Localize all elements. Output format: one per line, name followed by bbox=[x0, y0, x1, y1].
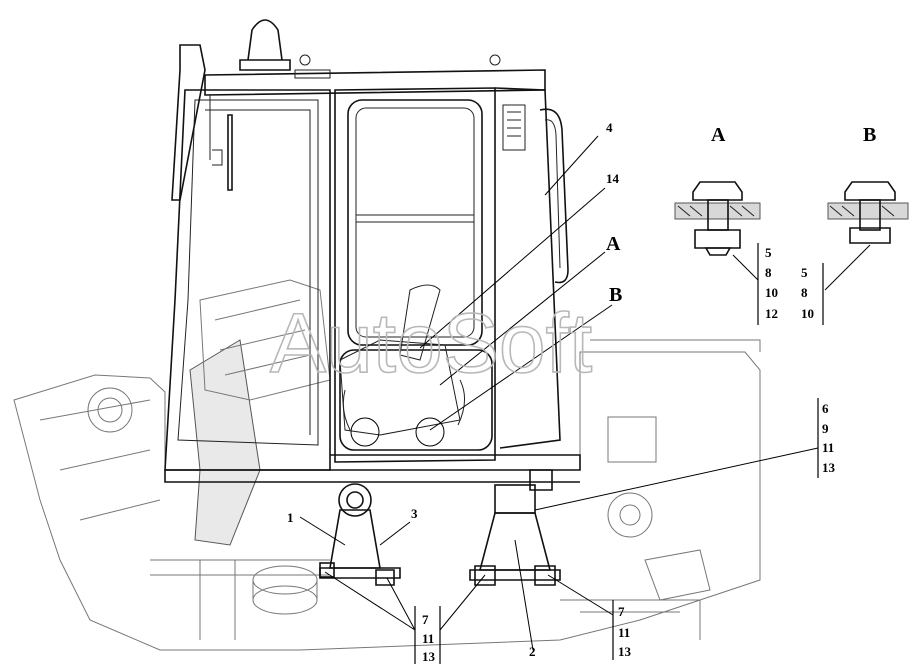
position-14: 14 bbox=[606, 171, 620, 186]
bottom-right-list-item: 7 bbox=[618, 604, 625, 619]
leader-lines bbox=[299, 135, 871, 651]
bottom-left-item-list: 7 11 13 bbox=[422, 612, 436, 664]
machine-frame bbox=[13, 279, 761, 651]
bottom-right-list-item: 11 bbox=[618, 625, 630, 640]
detail-b-bolt bbox=[827, 181, 909, 244]
bottom-left-list-item: 11 bbox=[422, 631, 434, 646]
detail-b-item: 5 bbox=[801, 265, 808, 280]
detail-b-item: 8 bbox=[801, 285, 808, 300]
cab-mounts bbox=[319, 483, 561, 586]
view-a-title: A bbox=[711, 124, 726, 146]
bottom-right-item-list: 7 11 13 bbox=[618, 604, 632, 659]
detail-a-item-list: 5 8 10 12 bbox=[765, 245, 778, 321]
operator-cab bbox=[164, 19, 581, 491]
callout-a: A bbox=[606, 233, 621, 255]
detail-b-item-list: 5 8 10 bbox=[801, 265, 814, 321]
position-1: 1 bbox=[287, 510, 294, 525]
right-list-item: 6 bbox=[822, 401, 829, 416]
watermark: AutoSoft bbox=[270, 296, 592, 390]
view-b-title: B bbox=[863, 124, 876, 146]
position-2: 2 bbox=[529, 644, 536, 659]
detail-a-bolt bbox=[674, 181, 761, 256]
bottom-left-list-item: 13 bbox=[422, 649, 436, 664]
position-3: 3 bbox=[411, 506, 418, 521]
right-item-list: 6 9 11 13 bbox=[822, 401, 836, 475]
right-list-item: 9 bbox=[822, 421, 829, 436]
detail-a-item: 5 bbox=[765, 245, 772, 260]
bottom-right-list-item: 13 bbox=[618, 644, 632, 659]
position-4: 4 bbox=[606, 120, 613, 135]
right-list-item: 13 bbox=[822, 460, 836, 475]
detail-a-item: 10 bbox=[765, 285, 778, 300]
bottom-left-list-item: 7 bbox=[422, 612, 429, 627]
detail-a-item: 8 bbox=[765, 265, 772, 280]
callout-b: B bbox=[609, 284, 622, 306]
detail-a-item: 12 bbox=[765, 306, 778, 321]
right-list-item: 11 bbox=[822, 440, 834, 455]
detail-b-item: 10 bbox=[801, 306, 814, 321]
